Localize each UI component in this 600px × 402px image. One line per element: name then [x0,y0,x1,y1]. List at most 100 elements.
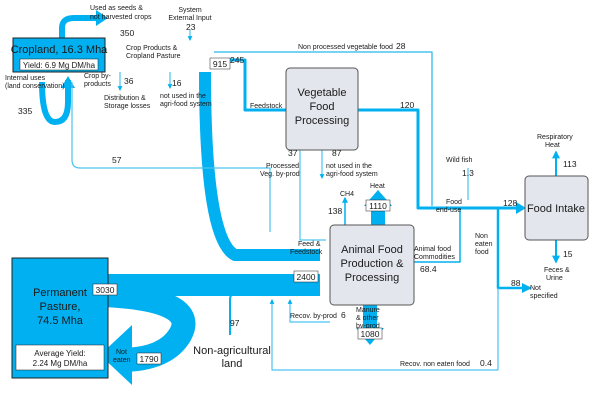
label-manure-2: & other [356,315,379,322]
flow-animal-commodities [414,208,461,263]
flow-recov-non-eaten [269,288,499,371]
value-1110: 1110 [369,201,387,211]
label-respiratory-1: Respiratory [537,134,573,141]
label-feces-2: Urine [546,275,563,282]
flow-not-eaten-arrow [100,325,132,385]
label-distribution-2: Storage losses [104,103,151,110]
label-distribution-1: Distribution & [104,95,146,102]
value-2400: 2400 [297,272,316,282]
label-manure-3: by-prod [356,323,380,330]
label-system-input-1: System [178,7,202,14]
value-128: 128 [503,198,517,208]
label-food-enduse-1: Food [446,199,462,206]
animal-line-1: Animal Food [341,244,403,256]
intake-label: Food Intake [527,203,585,215]
label-not-used-agri-2: agri-food system [160,101,212,108]
value-1-3: 1.3 [462,168,474,178]
value-245: 245 [230,55,244,65]
flows [39,10,560,385]
value-3030: 3030 [96,285,115,295]
value-68-4: 68.4 [420,264,437,274]
pasture-yield-1: Average Yield: [34,349,85,358]
label-seeds-2: not harvested crops [90,14,152,21]
label-non-eaten-1: Non [475,233,488,240]
flow-non-processed-veg [214,51,433,206]
label-ch4: CH4 [340,191,354,198]
label-animal-commodities-2: Commodities [414,254,455,261]
flow-cropland-57 [71,82,271,232]
label-recov-byprod: Recov. by-prod [290,313,337,320]
value-6: 6 [341,310,346,320]
label-feces-1: Feces & [544,267,570,274]
value-120: 120 [400,100,414,110]
cropland-title: Cropland, 16.3 Mha [11,44,108,56]
label-non-processed: Non processed vegetable food [298,44,393,51]
pasture-line-2: Pasture, [40,301,81,313]
label-crop-products-2: Cropland Pasture [126,53,181,60]
value-88: 88 [511,278,521,288]
label-crop-byprod-1: Crop by- [84,73,112,80]
value-138: 138 [328,206,342,216]
value-350: 350 [120,28,134,38]
label-feedstock: Feedstock [250,103,283,110]
label-food-enduse-2: end-use [436,207,461,214]
flow-seeds [59,15,100,38]
value-87: 87 [332,148,342,158]
flow-seeds-arrow [96,10,108,26]
label-not-specified-1: Not [530,285,541,292]
value-16: 16 [172,78,182,88]
animal-line-2: Production & [341,258,405,270]
value-36: 36 [124,76,134,86]
label-not-specified-2: specified [530,293,558,300]
value-37: 37 [288,148,298,158]
label-crop-products-1: Crop Products & [126,45,178,52]
vegetable-line-1: Vegetable [298,87,347,99]
animal-line-3: Processing [345,272,399,284]
pasture-line-3: 74.5 Mha [37,315,84,327]
value-113: 113 [563,159,577,169]
value-1080: 1080 [361,329,380,339]
value-57: 57 [112,155,122,165]
label-not-used-agri-1: not used in the [160,93,206,100]
non-ag-line-2: land [222,358,243,370]
label-not-eaten-1: Not [116,349,127,356]
label-feed-feedstock-1: Feed & [298,241,321,248]
label-non-eaten-2: eaten [475,241,493,248]
vegetable-line-2: Food [309,101,334,113]
label-animal-commodities-1: Animal food [414,246,451,253]
value-1790: 1790 [140,354,159,364]
values: 350 23 915 245 28 36 16 335 57 120 37 87… [18,22,577,368]
label-internal-1: Internal uses [5,75,46,82]
label-not-eaten-2: eaten [113,357,131,364]
value-0-4: 0.4 [480,358,492,368]
vegetable-line-3: Processing [295,115,349,127]
pasture-line-1: Permanent [33,287,87,299]
label-recov-non-eaten: Recov. non eaten food [400,361,470,368]
label-crop-byprod-2: products [84,81,111,88]
non-ag-line-1: Non-agricultural [193,345,271,357]
flow-veg-to-intake [358,108,522,210]
flow-nonag [229,291,320,335]
label-internal-2: (land conservation) [5,83,65,90]
flow-internal-uses [39,80,71,125]
label-wild-fish: Wild fish [446,157,473,164]
pasture-yield-2: 2.24 Mg DM/ha [33,359,88,368]
label-processed-veg-2: Veg. by-prod [260,171,300,178]
labels: Used as seeds & not harvested crops Syst… [5,5,573,368]
label-not-used-veg-2: agri-food system [326,171,378,178]
value-23: 23 [186,22,196,32]
node-intake: Food Intake [524,175,589,241]
value-335: 335 [18,106,32,116]
label-heat: Heat [370,183,385,190]
value-28: 28 [396,41,406,51]
node-pasture: Permanent Pasture, 74.5 Mha Average Yiel… [11,257,109,379]
label-system-input-2: External Input [168,15,211,22]
label-non-eaten-3: food [475,249,489,256]
flow-veg-byprod [299,148,326,241]
label-processed-veg-1: Processed [266,163,299,170]
node-vegetable: Vegetable Food Processing [285,67,359,151]
node-non-ag-land: Non-agricultural land [193,345,271,370]
value-915: 915 [213,59,227,69]
label-manure-1: Manure [356,307,380,314]
